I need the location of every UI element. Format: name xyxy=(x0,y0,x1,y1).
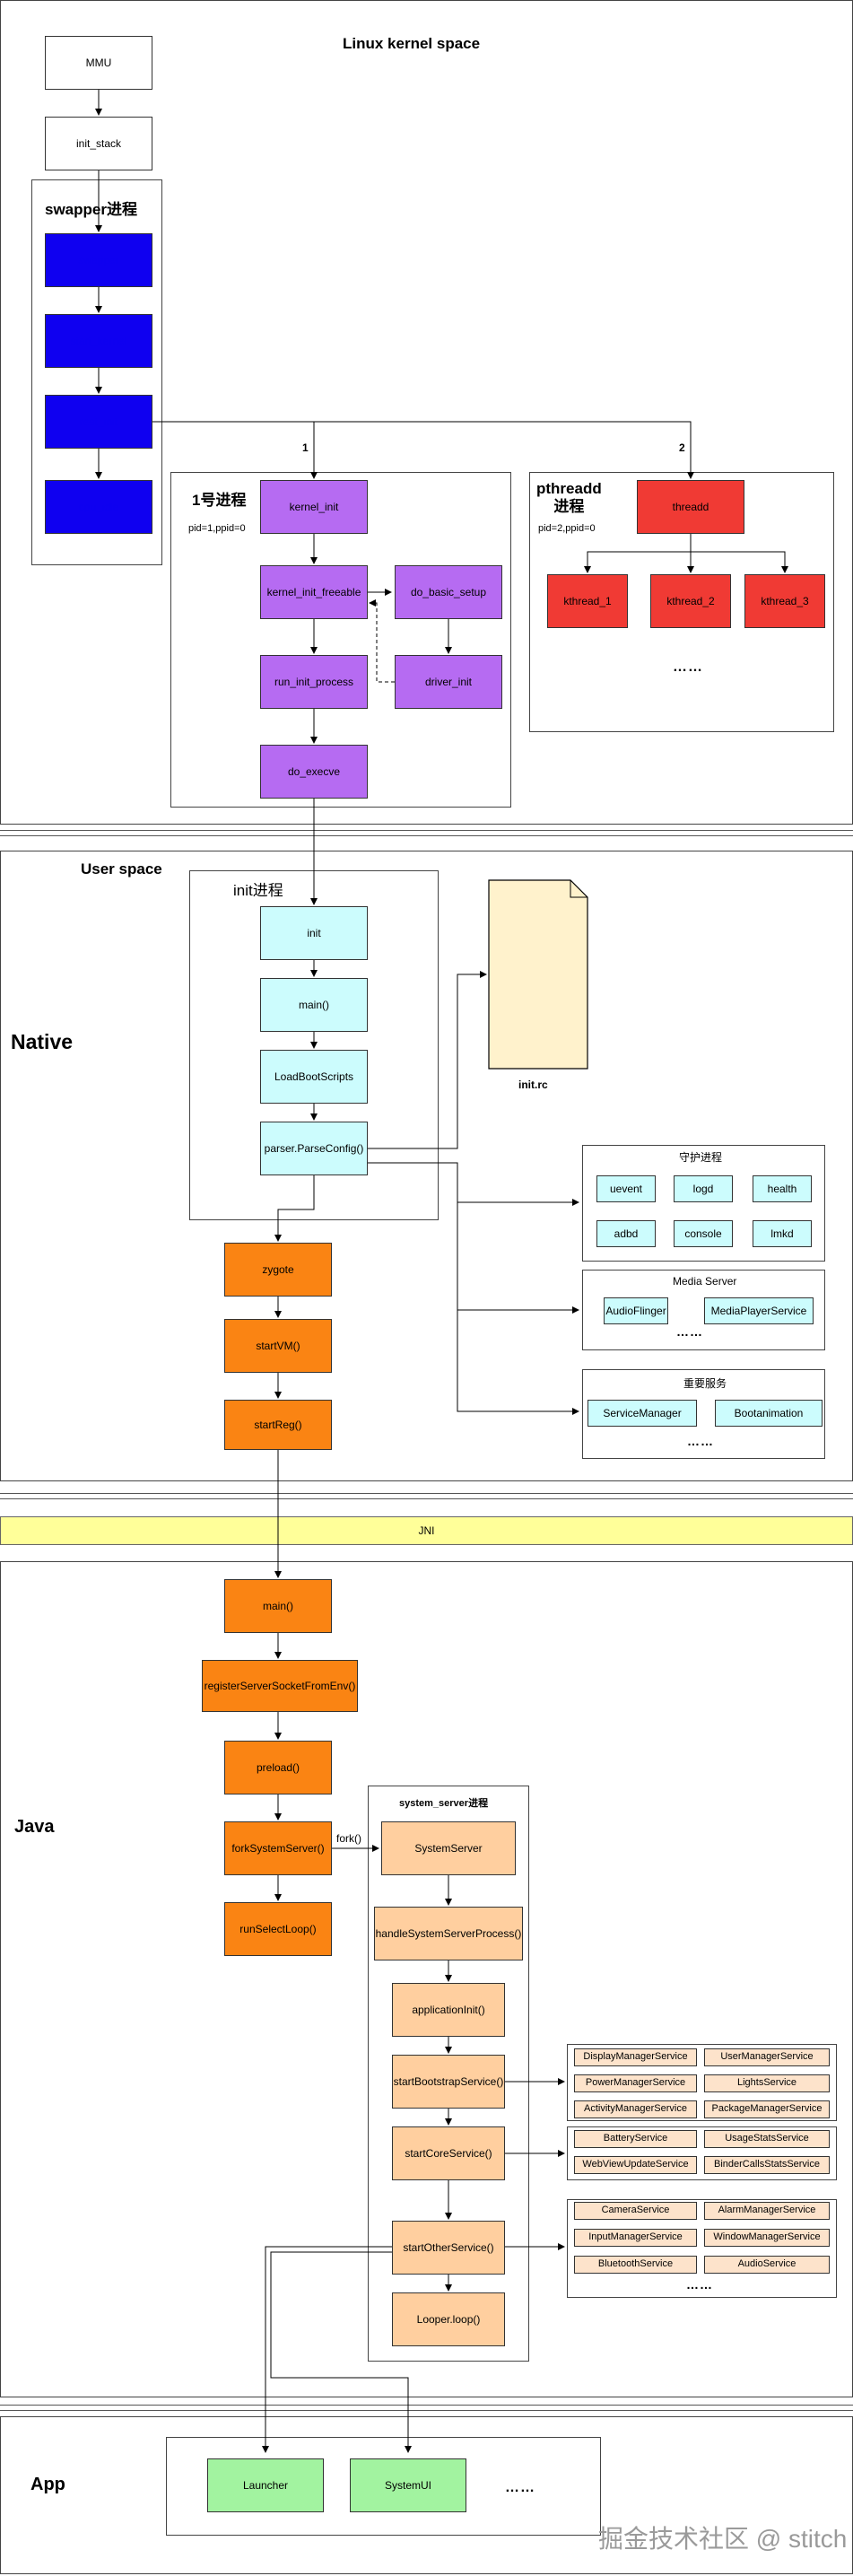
start-kernel-box[interactable]: start_kernel xyxy=(45,314,152,368)
threadd-box[interactable]: threadd xyxy=(637,480,744,534)
servicemanager-box[interactable]: ServiceManager xyxy=(588,1400,697,1427)
section-separator xyxy=(0,2410,853,2411)
section-separator xyxy=(0,1498,853,1499)
section-separator xyxy=(0,830,853,831)
init-group-title: init进程 xyxy=(233,882,283,899)
cpu-idle-box[interactable]: cpu_idle xyxy=(45,480,152,534)
bootanimation-box[interactable]: Bootanimation xyxy=(715,1400,823,1427)
service-chip[interactable]: UserManagerService xyxy=(704,2048,830,2066)
service-chip[interactable]: BinderCallsStatsService xyxy=(704,2156,830,2174)
load-boot-scripts-box[interactable]: LoadBootScripts xyxy=(260,1050,368,1104)
run-init-process-box[interactable]: run_init_process xyxy=(260,655,368,709)
kthread-2-box[interactable]: kthread_2 xyxy=(650,574,731,628)
systemui-box[interactable]: SystemUI xyxy=(350,2458,466,2512)
start-core-service-box[interactable]: startCoreService() xyxy=(392,2126,505,2180)
java-main-box[interactable]: main() xyxy=(224,1579,332,1633)
kthread-more-dots: …… xyxy=(673,659,703,675)
swapper-group-title: swapper进程 xyxy=(45,201,137,218)
start-reg-box[interactable]: startReg() xyxy=(224,1400,332,1450)
service-chip[interactable]: BluetoothService xyxy=(574,2256,697,2274)
parse-config-box[interactable]: parser.ParseConfig() xyxy=(260,1122,368,1175)
service-chip[interactable]: AlarmManagerService xyxy=(704,2202,830,2220)
run-select-loop-box[interactable]: runSelectLoop() xyxy=(224,1902,332,1956)
kthread-1-box[interactable]: kthread_1 xyxy=(547,574,628,628)
jni-bar: JNI xyxy=(0,1516,853,1545)
daemon-logd[interactable]: logd xyxy=(674,1175,733,1202)
init-stack-box[interactable]: init_stack xyxy=(45,117,152,170)
app-label: App xyxy=(30,2475,65,2494)
start-vm-box[interactable]: startVM() xyxy=(224,1319,332,1373)
rest-init-box[interactable]: rest_init xyxy=(45,395,152,449)
other-services-more-dots: …… xyxy=(686,2277,713,2292)
daemon-lmkd[interactable]: lmkd xyxy=(753,1220,812,1247)
service-chip[interactable]: InputManagerService xyxy=(574,2229,697,2247)
section-separator xyxy=(0,1493,853,1494)
fork-label: fork() xyxy=(336,1832,361,1845)
java-label: Java xyxy=(14,1817,55,1837)
system-server-title: system_server进程 xyxy=(399,1798,489,1809)
driver-init-box[interactable]: driver_init xyxy=(395,655,502,709)
section-separator xyxy=(0,835,853,836)
daemon-console[interactable]: console xyxy=(674,1220,733,1247)
launcher-box[interactable]: Launcher xyxy=(207,2458,324,2512)
edge-label-2: 2 xyxy=(679,441,685,454)
service-chip[interactable]: PowerManagerService xyxy=(574,2074,697,2092)
service-chip[interactable]: ActivityManagerService xyxy=(574,2100,697,2118)
daemon-health[interactable]: health xyxy=(753,1175,812,1202)
kernel-init-box[interactable]: kernel_init xyxy=(260,480,368,534)
service-chip[interactable]: UsageStatsService xyxy=(704,2130,830,2148)
app-more-dots: …… xyxy=(505,2480,535,2495)
kernel-init-freeable-box[interactable]: kernel_init_freeable xyxy=(260,565,368,619)
zygote-box[interactable]: zygote xyxy=(224,1243,332,1297)
audioflinger-box[interactable]: AudioFlinger xyxy=(604,1297,668,1324)
service-chip[interactable]: LightsService xyxy=(704,2074,830,2092)
start-other-service-box[interactable]: startOtherService() xyxy=(392,2221,505,2275)
mmu-box[interactable]: MMU xyxy=(45,36,152,90)
pthreadd-pid: pid=2,ppid=0 xyxy=(538,523,596,534)
native-label: Native xyxy=(11,1030,74,1053)
service-chip[interactable]: BatteryService xyxy=(574,2130,697,2148)
service-chip[interactable]: DisplayManagerService xyxy=(574,2048,697,2066)
daemon-adbd[interactable]: adbd xyxy=(596,1220,656,1247)
process1-title: 1号进程 xyxy=(192,492,247,509)
main-box[interactable]: main() xyxy=(260,978,368,1032)
do-basic-setup-box[interactable]: do_basic_setup xyxy=(395,565,502,619)
handle-system-server-process-box[interactable]: handleSystemServerProcess() xyxy=(374,1907,523,1960)
user-space-title: User space xyxy=(81,860,162,878)
daemon-uevent[interactable]: uevent xyxy=(596,1175,656,1202)
service-chip[interactable]: PackageManagerService xyxy=(704,2100,830,2118)
section-separator xyxy=(0,2405,853,2406)
edge-label-1: 1 xyxy=(302,441,309,454)
service-chip[interactable]: CameraService xyxy=(574,2202,697,2220)
service-chip[interactable]: WebViewUpdateService xyxy=(574,2156,697,2174)
jni-label: JNI xyxy=(418,1524,435,1537)
pthreadd-title: pthreadd 进程 xyxy=(536,480,602,516)
daemon-group-title: 守护进程 xyxy=(679,1151,723,1164)
application-init-box[interactable]: applicationInit() xyxy=(392,1983,505,2037)
init-box[interactable]: init xyxy=(260,906,368,960)
kernel-space-title: Linux kernel space xyxy=(343,35,481,52)
watermark-text: 掘金技术社区 @ stitch xyxy=(598,2525,848,2553)
init-rc-label: init.rc xyxy=(518,1078,548,1091)
kthread-3-box[interactable]: kthread_3 xyxy=(744,574,825,628)
important-more-dots: …… xyxy=(687,1434,714,1448)
looper-loop-box[interactable]: Looper.loop() xyxy=(392,2292,505,2346)
media-more-dots: …… xyxy=(676,1324,703,1339)
mediaplayerservice-box[interactable]: MediaPlayerService xyxy=(704,1297,814,1324)
do-execve-box[interactable]: do_execve xyxy=(260,745,368,799)
process1-pid: pid=1,ppid=0 xyxy=(188,523,246,534)
media-server-title: Media Server xyxy=(673,1275,737,1288)
swapper-box[interactable]: swapper xyxy=(45,233,152,287)
start-bootstrap-service-box[interactable]: startBootstrapService() xyxy=(392,2055,505,2109)
service-chip[interactable]: AudioService xyxy=(704,2256,830,2274)
service-chip[interactable]: WindowManagerService xyxy=(704,2229,830,2247)
preload-box[interactable]: preload() xyxy=(224,1741,332,1794)
register-server-socket-box[interactable]: registerServerSocketFromEnv() xyxy=(202,1660,358,1712)
important-services-title: 重要服务 xyxy=(683,1377,727,1390)
fork-system-server-box[interactable]: forkSystemServer() xyxy=(224,1821,332,1875)
init-rc-document-icon xyxy=(488,879,588,1070)
system-server-box[interactable]: SystemServer xyxy=(381,1821,516,1875)
